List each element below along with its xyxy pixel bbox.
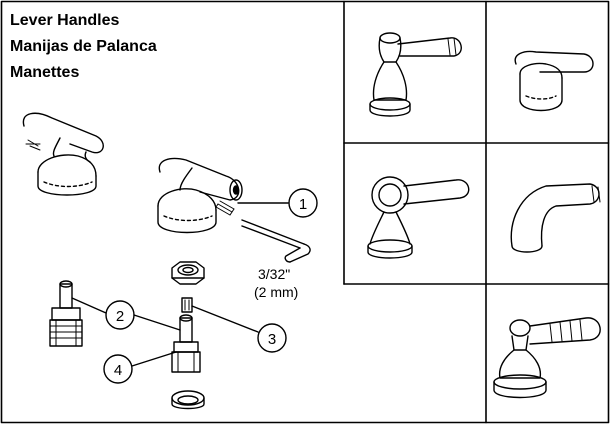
callout-1: 1 <box>237 188 318 218</box>
title-line-french: Manettes <box>10 64 79 81</box>
clip-part-3 <box>181 297 193 313</box>
hex-nut-illustration <box>171 261 205 285</box>
lever-handle-main-illustration <box>157 157 243 234</box>
lever-style-modern-round <box>514 50 594 112</box>
callout-4: 4 <box>103 351 177 384</box>
callout-2-number: 2 <box>116 308 124 325</box>
lever-style-ornate-porcelain <box>493 317 601 399</box>
title-line-spanish: Manijas de Palanca <box>10 38 157 55</box>
callout-4-number: 4 <box>114 362 122 379</box>
lever-style-curved <box>510 183 601 253</box>
allen-wrench-illustration <box>241 219 311 263</box>
wrench-size-mm: (2 mm) <box>254 284 298 300</box>
callout-2: 2 <box>71 297 181 331</box>
stem-cartridge-left <box>49 280 83 347</box>
callout-3: 3 <box>191 305 287 353</box>
set-screw-part-1 <box>215 200 235 216</box>
wrench-size-label: 3/32" (2 mm) <box>254 266 298 300</box>
title-block: Lever Handles Manijas de Palanca Manette… <box>10 12 157 81</box>
callout-1-number: 1 <box>299 196 307 213</box>
lever-style-traditional-ornate <box>369 32 462 117</box>
stem-cartridge-right <box>171 314 201 373</box>
retaining-ring-illustration <box>171 390 205 410</box>
callout-3-number: 3 <box>268 331 276 348</box>
lever-handle-small-illustration <box>22 112 104 196</box>
lever-style-escutcheon <box>367 176 470 259</box>
wrench-size-inch: 3/32" <box>258 266 290 282</box>
title-line-english: Lever Handles <box>10 12 119 29</box>
